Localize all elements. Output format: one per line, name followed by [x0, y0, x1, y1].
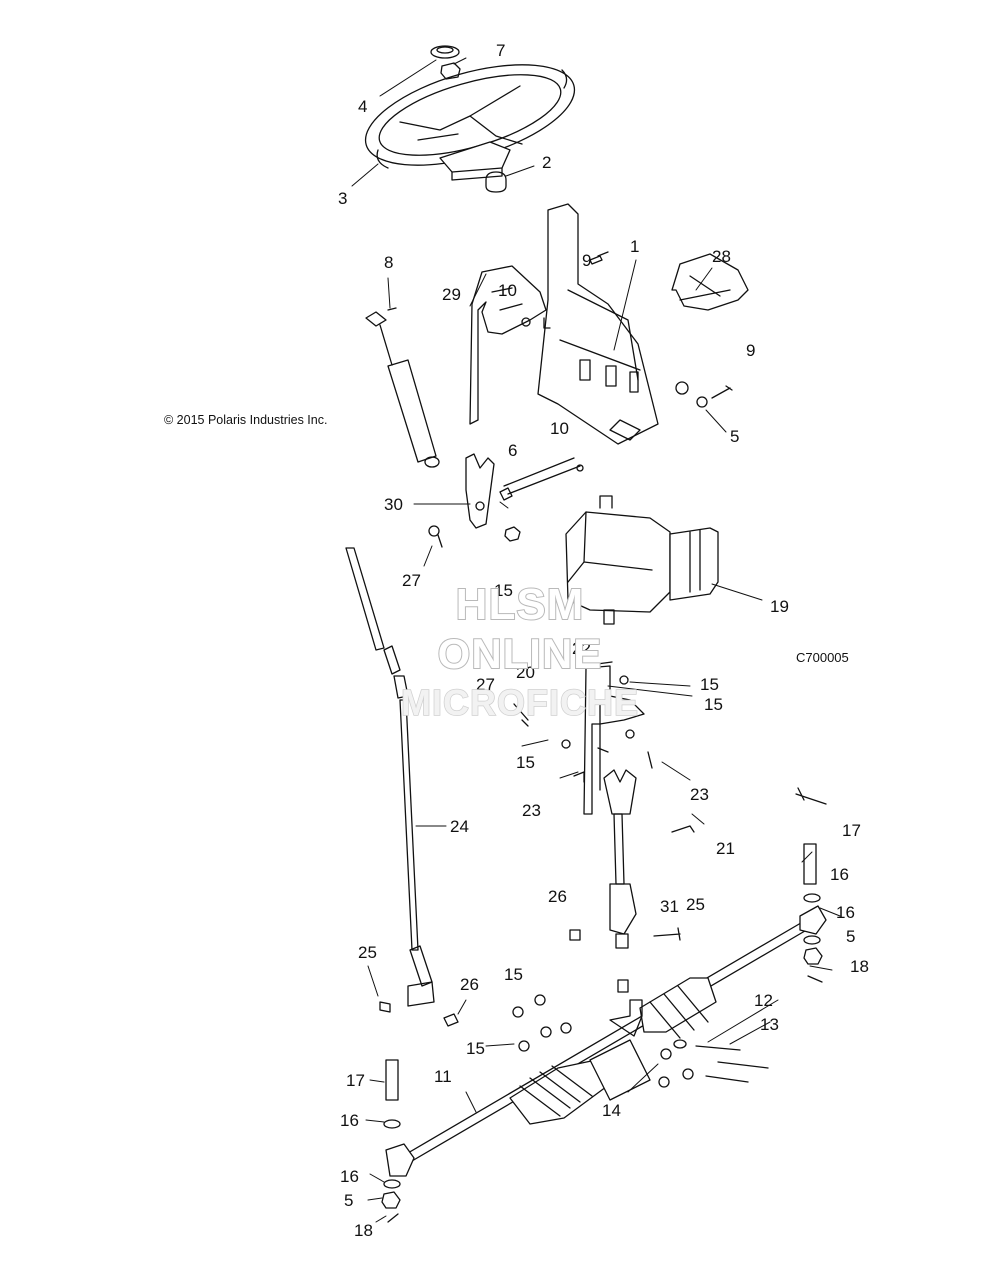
- steering-wheel-part: [364, 64, 576, 181]
- callout-8: 8: [384, 253, 393, 272]
- callout-14: 14: [602, 1101, 621, 1120]
- callout-26b: 26: [548, 887, 567, 906]
- callout-18: 18: [850, 957, 869, 976]
- gas-strut-part: [365, 307, 440, 468]
- callout-27b: 27: [476, 675, 495, 694]
- callout-4: 4: [358, 97, 367, 116]
- column-bracket-part: [537, 203, 659, 445]
- cover-28-part: [671, 253, 749, 311]
- callout-18b: 18: [354, 1221, 373, 1240]
- nut-15-upper: [504, 526, 521, 542]
- callout-19: 19: [770, 597, 789, 616]
- callout-16: 16: [830, 865, 849, 884]
- intermediate-shaft-31-part: [603, 769, 637, 949]
- watermark-line-3: MICROFICHE: [400, 681, 639, 724]
- callout-7: 7: [496, 41, 505, 60]
- callout-31: 31: [660, 897, 679, 916]
- callout-labels: 1 2 3 4 5 5 5 6 7 8 9 9 10 10 11 12 13 1…: [338, 41, 869, 1240]
- callout-26: 26: [460, 975, 479, 994]
- steering-rack-11-part: [385, 905, 827, 1177]
- callout-27: 27: [402, 571, 421, 590]
- callout-25b: 25: [686, 895, 705, 914]
- callout-9b: 9: [746, 341, 755, 360]
- callout-15d: 15: [516, 753, 535, 772]
- horn-cap-part: [430, 45, 460, 59]
- callout-2: 2: [542, 153, 551, 172]
- copyright-notice: © 2015 Polaris Industries Inc.: [164, 413, 328, 427]
- callout-6: 6: [508, 441, 517, 460]
- callout-20: 20: [516, 663, 535, 682]
- callout-10b: 10: [550, 419, 569, 438]
- callout-5b: 5: [846, 927, 855, 946]
- callout-16d: 16: [340, 1167, 359, 1186]
- callout-23b: 23: [690, 785, 709, 804]
- callout-3: 3: [338, 189, 347, 208]
- middle-fasteners: [379, 747, 827, 1027]
- callout-17b: 17: [346, 1071, 365, 1090]
- callout-5: 5: [730, 427, 739, 446]
- steering-shaft-24-part: [345, 547, 435, 1007]
- callout-15b: 15: [700, 675, 719, 694]
- callout-9: 9: [582, 251, 591, 270]
- callout-24: 24: [450, 817, 469, 836]
- callout-17: 17: [842, 821, 861, 840]
- callout-28: 28: [712, 247, 731, 266]
- gearbox-19-part: [565, 495, 719, 625]
- callout-11: 11: [434, 1067, 452, 1086]
- callout-30: 30: [384, 495, 403, 514]
- callout-16b: 16: [836, 903, 855, 922]
- callout-25: 25: [358, 943, 377, 962]
- callout-15c: 15: [704, 695, 723, 714]
- callout-22: 22: [572, 639, 591, 658]
- callout-23: 23: [522, 801, 541, 820]
- leader-lines: [351, 57, 841, 1223]
- callout-5c: 5: [344, 1191, 353, 1210]
- watermark-line-1: HLSM: [455, 579, 585, 630]
- wheel-nut-part: [440, 62, 461, 80]
- callout-15: 15: [494, 581, 513, 600]
- callout-29: 29: [442, 285, 461, 304]
- callout-16c: 16: [340, 1111, 359, 1130]
- callout-10: 10: [498, 281, 517, 300]
- watermark-line-2: ONLINE: [437, 629, 603, 678]
- yoke-30-part: [465, 453, 495, 529]
- bracket-29-part: [469, 265, 547, 425]
- callout-13: 13: [760, 1015, 779, 1034]
- drawing-code: C700005: [796, 650, 849, 665]
- callout-21: 21: [716, 839, 735, 858]
- tie-rod-fasteners: [381, 843, 823, 1223]
- bolt-27-upper: [428, 525, 443, 548]
- upper-fasteners: [521, 251, 733, 472]
- pin-6-part: [499, 457, 581, 501]
- bolt-27-lower: [513, 703, 529, 727]
- callout-12: 12: [754, 991, 773, 1010]
- callout-15f: 15: [466, 1039, 485, 1058]
- callout-15e: 15: [504, 965, 523, 984]
- wheel-bushing-part: [485, 171, 507, 193]
- callout-1: 1: [630, 237, 639, 256]
- bracket-20-part: [561, 661, 645, 815]
